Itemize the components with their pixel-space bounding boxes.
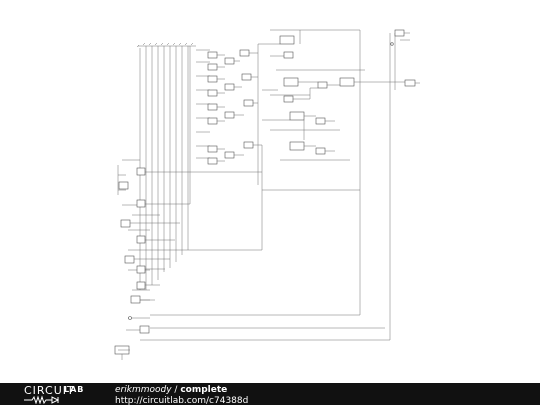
input-bus: [136, 42, 196, 290]
circuit-schematic[interactable]: [0, 0, 540, 383]
left-gate-column: [114, 159, 160, 360]
footer-bar: CIRCUIT LAB erikmmoody / complete http:/…: [0, 383, 540, 406]
title-separator: /: [174, 385, 178, 395]
circuitlab-logo[interactable]: CIRCUIT LAB: [24, 384, 102, 404]
circuit-title[interactable]: complete: [180, 385, 228, 395]
output-block: [140, 29, 420, 341]
logo-lab-text: LAB: [64, 385, 85, 394]
circuit-url[interactable]: http://circuitlab.com/c74388d: [115, 396, 249, 406]
logo-resistor-icon: [24, 395, 60, 404]
author-link[interactable]: erikmmoody: [115, 385, 172, 395]
logo-circuit-text: CIRCUIT: [24, 384, 75, 397]
right-logic-block: [257, 29, 405, 250]
feed-lines: [130, 46, 262, 301]
circuit-meta: erikmmoody / complete http://circuitlab.…: [115, 385, 248, 406]
middle-gate-grid: [196, 49, 262, 165]
schematic-canvas: [114, 29, 420, 360]
